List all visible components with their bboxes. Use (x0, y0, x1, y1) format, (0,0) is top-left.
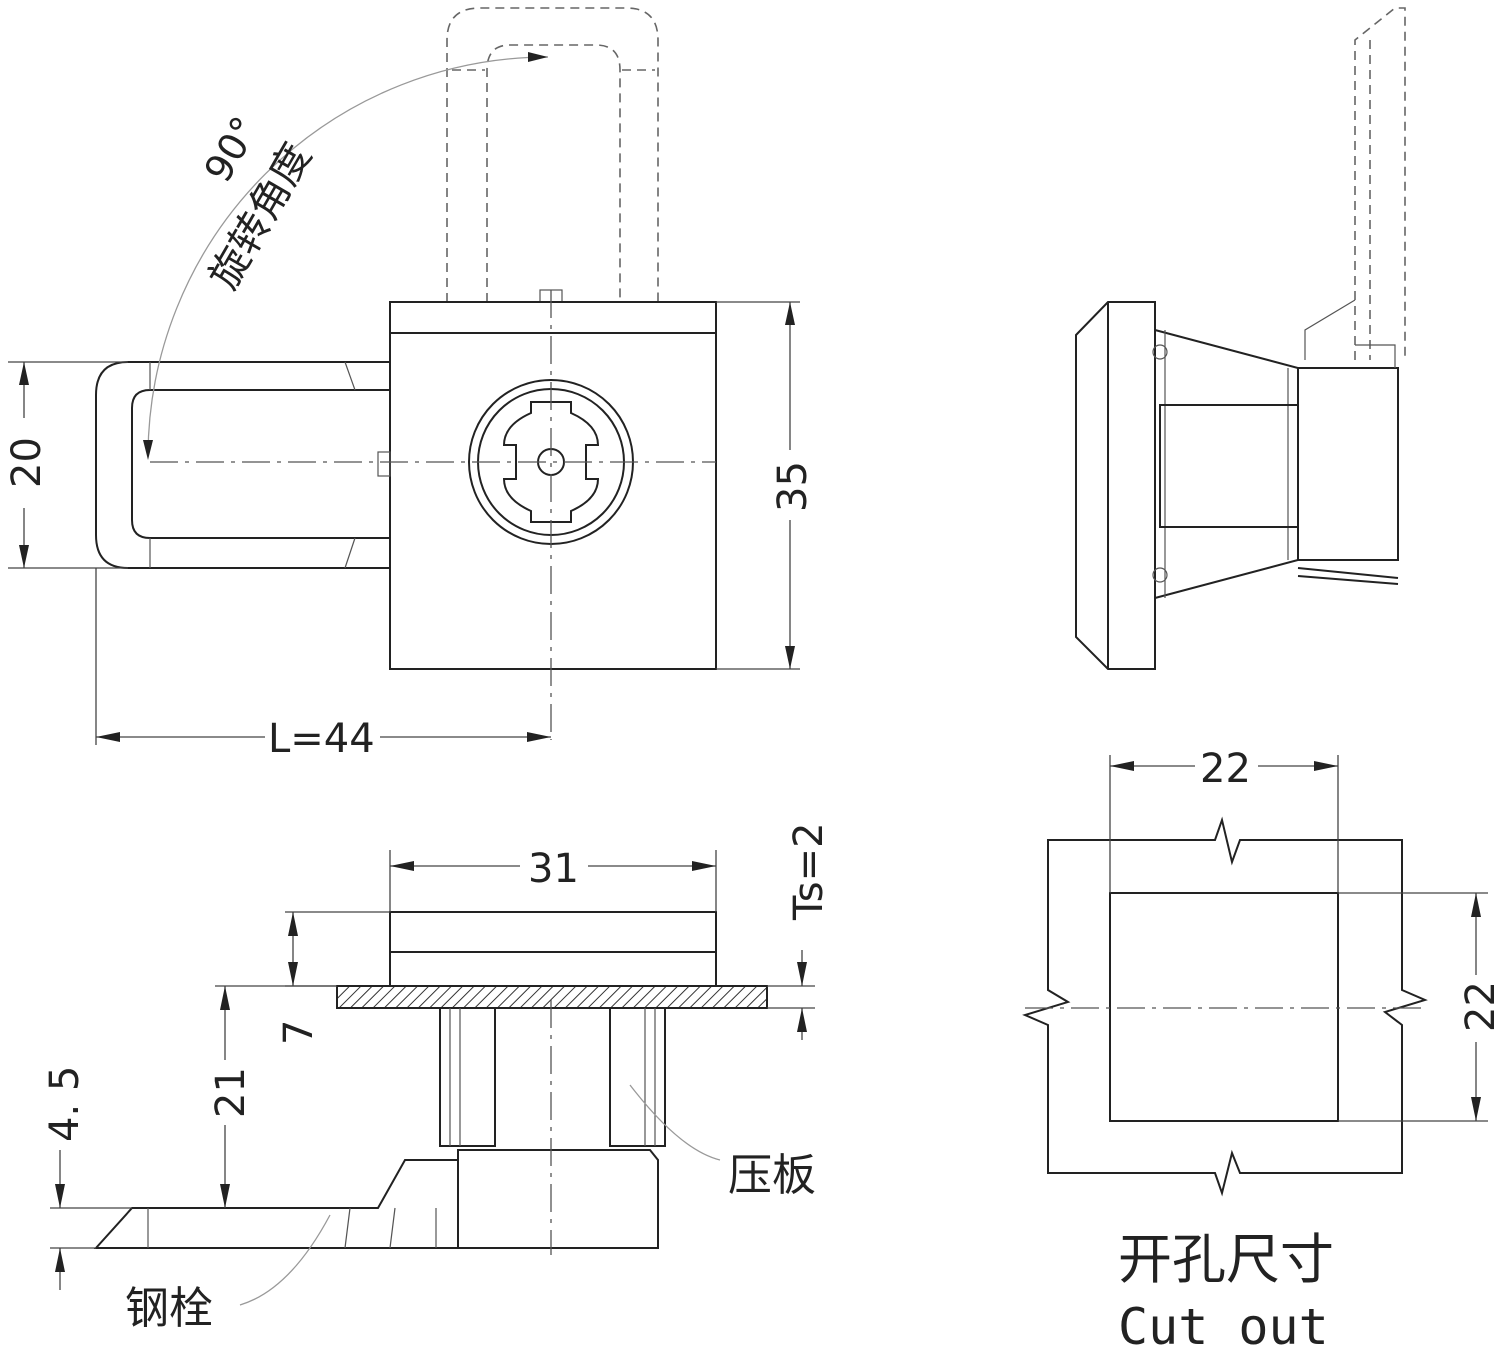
cutout-square (1109, 892, 1339, 1122)
rotation-arc (147, 56, 549, 456)
pressure-plate-label: 压板 (728, 1150, 816, 1201)
svg-text:21: 21 (208, 1067, 254, 1118)
steel-bolt-label: 钢栓 (125, 1283, 213, 1334)
svg-text:31: 31 (528, 846, 579, 892)
dim-cutout-height: 22 (1338, 892, 1500, 1122)
front-view: 90° 旋转角度 20 35 L (4, 7, 816, 762)
dim-35: 35 (716, 301, 816, 670)
dim-7: 7 (276, 911, 390, 1045)
handle (95, 361, 391, 569)
dim-4-5: 4. 5 (42, 1066, 132, 1290)
svg-text:Ts=2: Ts=2 (786, 822, 832, 921)
rotated-handle-hidden (446, 7, 659, 303)
dim-length: L=44 (95, 568, 551, 762)
dim-21: 21 (208, 985, 337, 1208)
panel-section (336, 985, 768, 1009)
svg-text:22: 22 (1458, 981, 1500, 1032)
cutout-title-en: Cut out (1118, 1298, 1329, 1351)
bottom-view: 31 Ts=2 7 21 (42, 822, 832, 1334)
svg-text:35: 35 (770, 461, 816, 512)
dim-cutout-width: 22 (1109, 746, 1339, 893)
svg-text:4. 5: 4. 5 (42, 1066, 88, 1142)
svg-text:7: 7 (276, 1020, 322, 1045)
svg-text:L=44: L=44 (268, 716, 375, 762)
dim-31: 31 (389, 846, 717, 912)
cutout-title-cn: 开孔尺寸 (1118, 1228, 1334, 1291)
svg-text:20: 20 (4, 437, 50, 488)
side-view (1075, 7, 1406, 670)
dim-20: 20 (4, 361, 128, 569)
dim-thickness: Ts=2 (767, 822, 832, 1040)
cutout-view: 22 22 开孔尺寸 Cut out (1022, 746, 1500, 1351)
svg-text:22: 22 (1200, 746, 1251, 792)
lock-body (389, 301, 717, 670)
